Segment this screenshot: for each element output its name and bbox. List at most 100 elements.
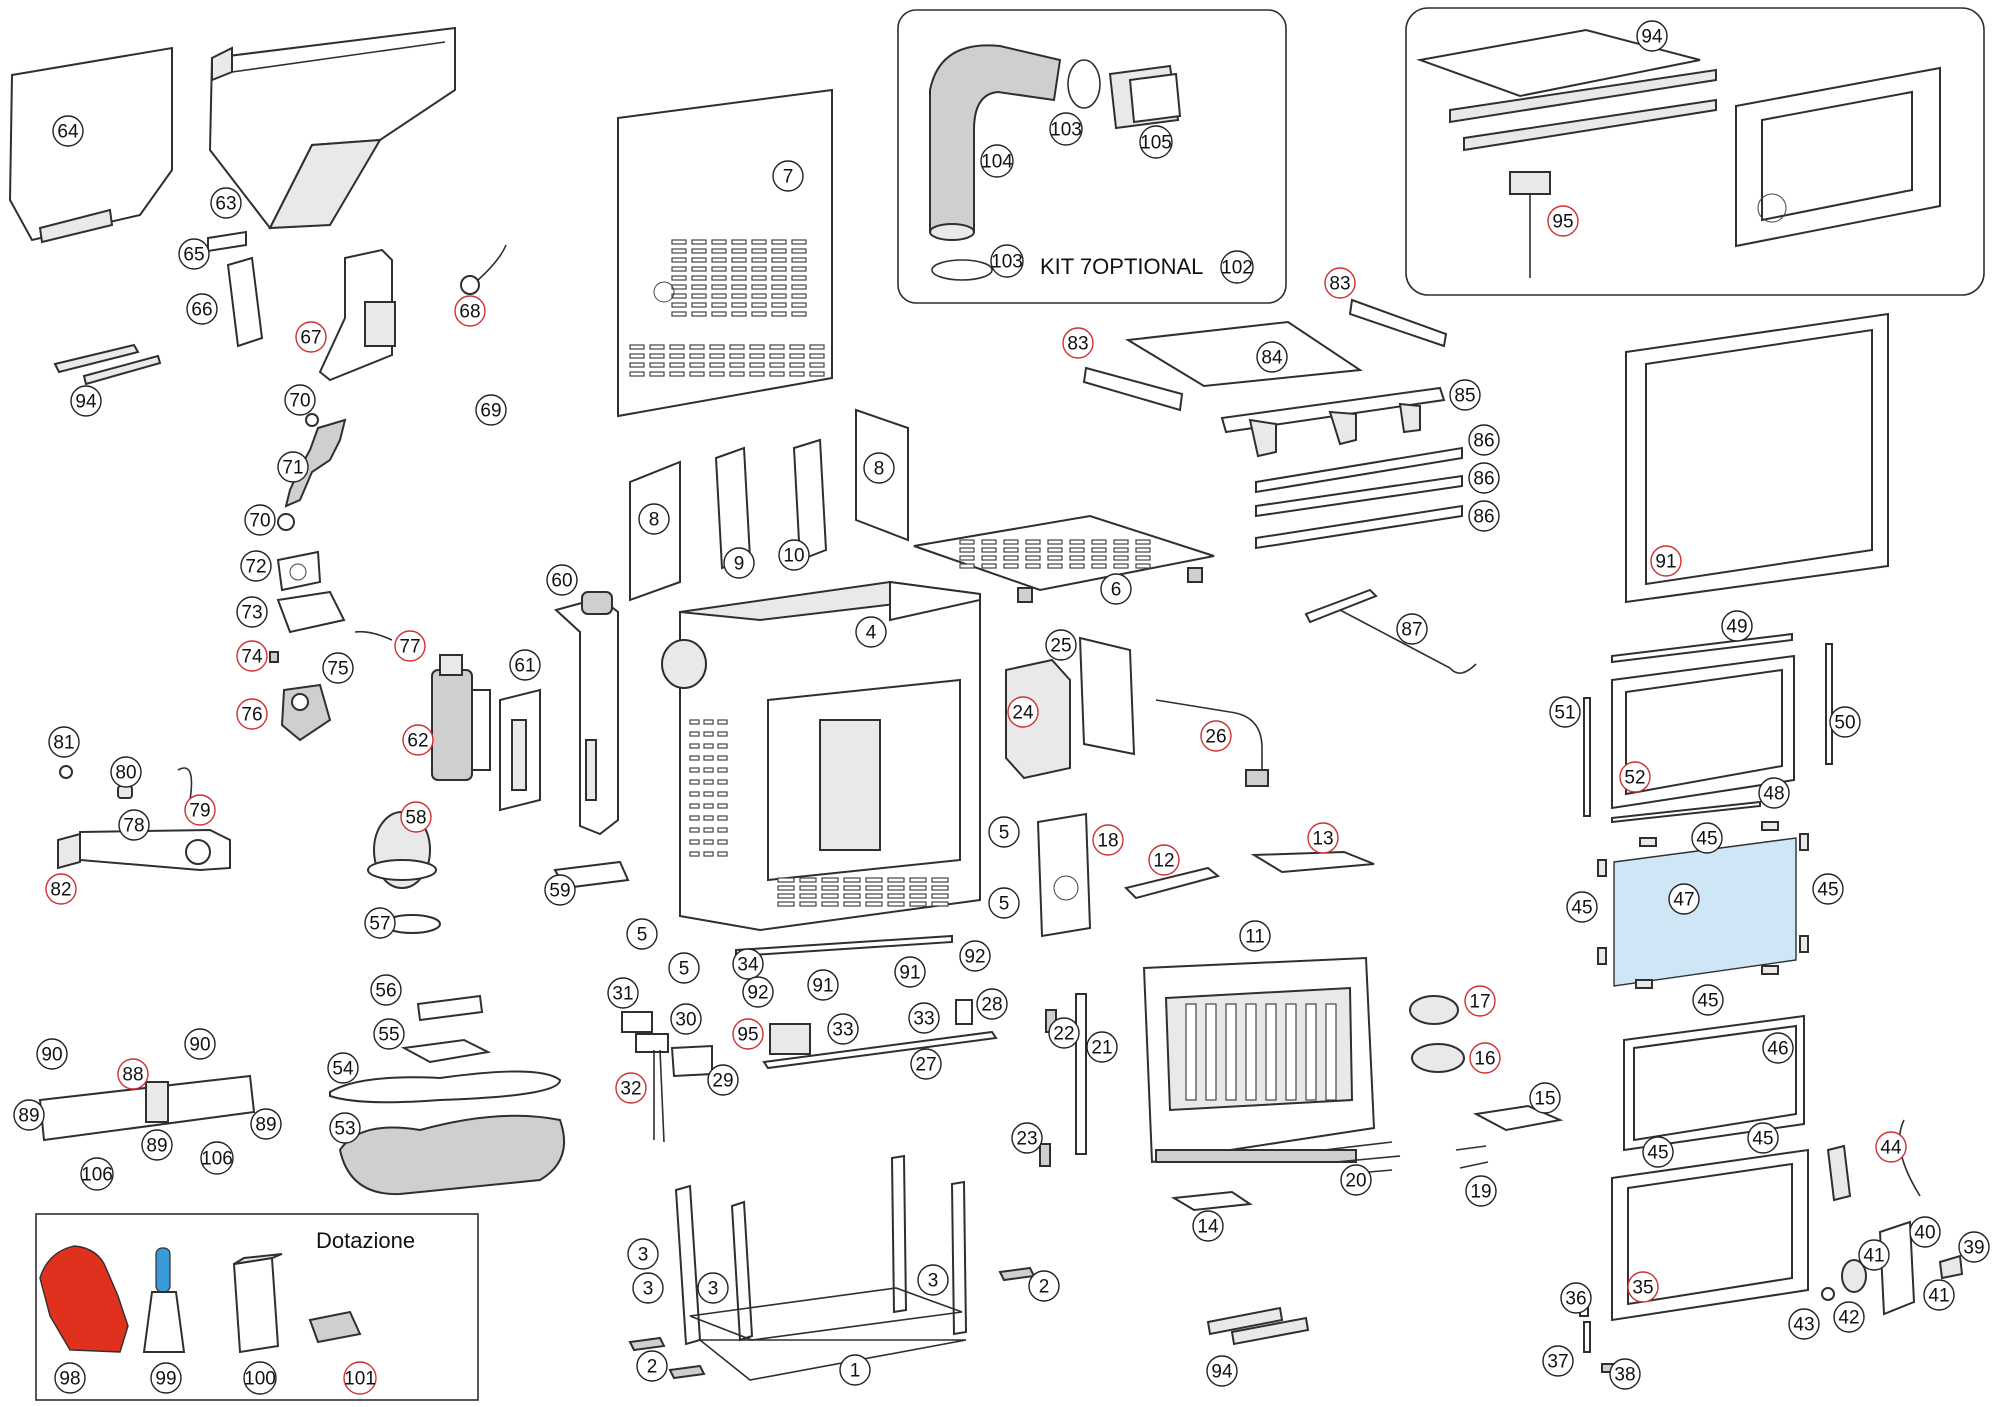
callout-45: 45 — [1566, 891, 1598, 923]
callout-90: 90 — [36, 1038, 68, 1070]
callout-label: 20 — [1345, 1171, 1366, 1192]
callout-label: 35 — [1632, 1278, 1653, 1299]
bolt-39 — [1938, 1254, 1964, 1280]
callout-label: 15 — [1534, 1089, 1555, 1110]
callout-label: 13 — [1312, 829, 1333, 850]
callout-70: 70 — [284, 384, 316, 416]
callout-label: 91 — [899, 963, 920, 984]
deflector-12 — [1124, 866, 1221, 900]
callout-label: 8 — [649, 510, 660, 531]
rear-panel-7 — [617, 88, 833, 418]
callout-77: 77 — [394, 630, 426, 662]
callout-label: 41 — [1928, 1286, 1949, 1307]
nut-43 — [1821, 1287, 1835, 1301]
sensor-68 — [460, 244, 507, 295]
bracket-65 — [207, 230, 247, 253]
clip-29 — [670, 1044, 713, 1078]
spring-23 — [1039, 1143, 1051, 1167]
callout-label: 89 — [146, 1136, 167, 1157]
seal-51 — [1583, 697, 1591, 817]
ring-17 — [1409, 995, 1459, 1025]
callout-label: 55 — [378, 1025, 399, 1046]
callout-label: 74 — [241, 647, 263, 668]
callout-33: 33 — [827, 1013, 859, 1045]
door-frame-35 — [1611, 1148, 1809, 1322]
callout-label: 65 — [183, 245, 204, 266]
gasket-frame-46 — [1623, 1014, 1805, 1152]
callout-27: 27 — [910, 1048, 942, 1080]
callout-90: 90 — [184, 1028, 216, 1060]
callout-78: 78 — [118, 809, 150, 841]
callout-106: 106 — [80, 1157, 114, 1191]
adapter-105 — [1108, 64, 1182, 130]
callout-label: 45 — [1696, 829, 1717, 850]
callout-label: 46 — [1767, 1039, 1788, 1060]
callout-label: 28 — [981, 995, 1002, 1016]
callout-label: 53 — [334, 1119, 355, 1140]
callout-29: 29 — [707, 1064, 739, 1096]
callout-label: 88 — [122, 1065, 143, 1086]
callout-5: 5 — [626, 918, 658, 950]
callout-label: 85 — [1454, 386, 1475, 407]
plug-80 — [117, 785, 133, 799]
callout-2: 2 — [1028, 1270, 1060, 1302]
callout-label: 101 — [344, 1369, 376, 1390]
callout-18: 18 — [1092, 824, 1124, 856]
callout-label: 99 — [155, 1369, 176, 1390]
callout-41: 41 — [1858, 1239, 1890, 1271]
bar-86-2 — [1255, 474, 1463, 518]
louver-slots-upper — [671, 239, 807, 317]
callout-label: 56 — [375, 981, 396, 1002]
door-kit-box — [1405, 7, 1985, 296]
callout-76: 76 — [236, 698, 268, 730]
callout-60: 60 — [546, 564, 578, 596]
callout-label: 83 — [1067, 334, 1088, 355]
callout-28: 28 — [976, 988, 1008, 1020]
rail-94-bottom — [1206, 1306, 1310, 1346]
callout-label: 92 — [964, 947, 985, 968]
side-louvers — [689, 719, 728, 857]
callout-label: 71 — [282, 458, 303, 479]
callout-3: 3 — [697, 1272, 729, 1304]
callout-label: 91 — [1655, 552, 1676, 573]
ring-16 — [1411, 1043, 1465, 1073]
glass-frame-52 — [1611, 654, 1795, 810]
callout-65: 65 — [178, 238, 210, 270]
dotazione-title: Dotazione — [316, 1228, 415, 1253]
callout-48: 48 — [1758, 777, 1790, 809]
seal-48 — [1611, 800, 1761, 824]
kit-optional-box — [897, 9, 1287, 304]
callout-36: 36 — [1560, 1282, 1592, 1314]
callout-51: 51 — [1549, 696, 1581, 728]
callout-92: 92 — [959, 940, 991, 972]
callout-label: 63 — [215, 194, 236, 215]
callout-label: 45 — [1817, 880, 1838, 901]
callout-label: 5 — [679, 959, 690, 980]
callout-label: 50 — [1834, 713, 1855, 734]
callout-103: 103 — [990, 244, 1024, 278]
callout-label: 95 — [737, 1025, 758, 1046]
callout-label: 64 — [57, 122, 79, 143]
callout-label: 44 — [1880, 1138, 1902, 1159]
firebox-fins — [1185, 1003, 1337, 1101]
callout-label: 89 — [18, 1106, 39, 1127]
hopper-63 — [208, 26, 456, 230]
callout-104: 104 — [980, 144, 1014, 178]
callout-59: 59 — [544, 874, 576, 906]
frame-91 — [1625, 312, 1889, 604]
callout-45: 45 — [1642, 1136, 1674, 1168]
front-louvers — [777, 877, 949, 907]
callout-45: 45 — [1747, 1122, 1779, 1154]
seal-50 — [1825, 643, 1833, 765]
callout-label: 92 — [747, 983, 768, 1004]
callout-label: 5 — [999, 894, 1010, 915]
callout-106: 106 — [200, 1141, 234, 1175]
callout-50: 50 — [1829, 706, 1861, 738]
callout-label: 4 — [866, 623, 877, 644]
booklet-100 — [232, 1253, 283, 1354]
callout-94: 94 — [70, 385, 102, 417]
callout-label: 40 — [1914, 1223, 1935, 1244]
callout-label: 34 — [737, 955, 759, 976]
callout-label: 95 — [1552, 212, 1573, 233]
